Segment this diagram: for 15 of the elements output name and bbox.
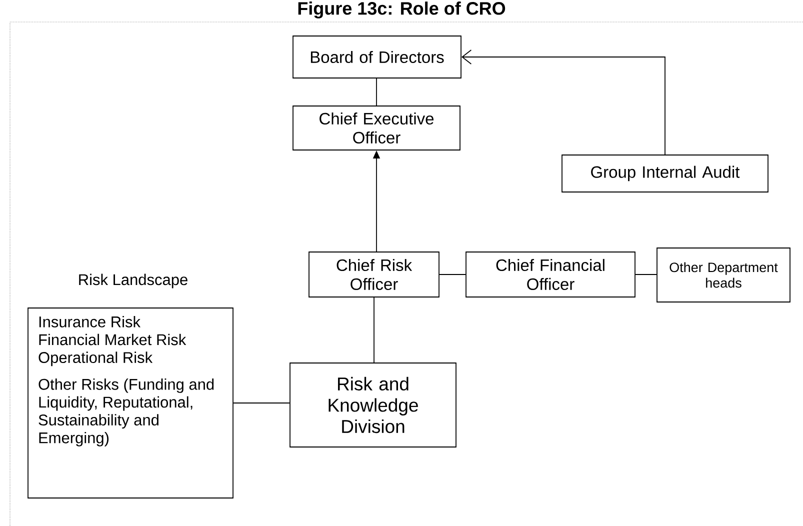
role-box: Risk and Knowledge Division bbox=[290, 362, 456, 448]
title: Figure 13c: Role of CRO bbox=[298, 2, 506, 18]
connector-line bbox=[233, 402, 290, 404]
role-box: Chief Financial Officer bbox=[466, 252, 636, 298]
connector-line bbox=[635, 274, 657, 275]
role-box: Other Department heads bbox=[656, 248, 790, 302]
role-box: Chief Risk Officer bbox=[308, 252, 440, 298]
role-box: Group Internal Audit bbox=[562, 154, 768, 192]
landscape-box: Risk Landscape Insurance Risk Financial Market Risk Operational Risk Other Risks (Funding and Liquidity, Reputational, Sustainability and Emerging) bbox=[28, 274, 234, 498]
connector-line bbox=[376, 78, 377, 106]
role-box: Board of Directors bbox=[292, 36, 462, 78]
role-box: Chief Executive Officer bbox=[292, 106, 460, 150]
node-label: Risk Landscape bbox=[79, 274, 188, 288]
arrow bbox=[461, 50, 666, 155]
connector-line bbox=[439, 274, 466, 275]
